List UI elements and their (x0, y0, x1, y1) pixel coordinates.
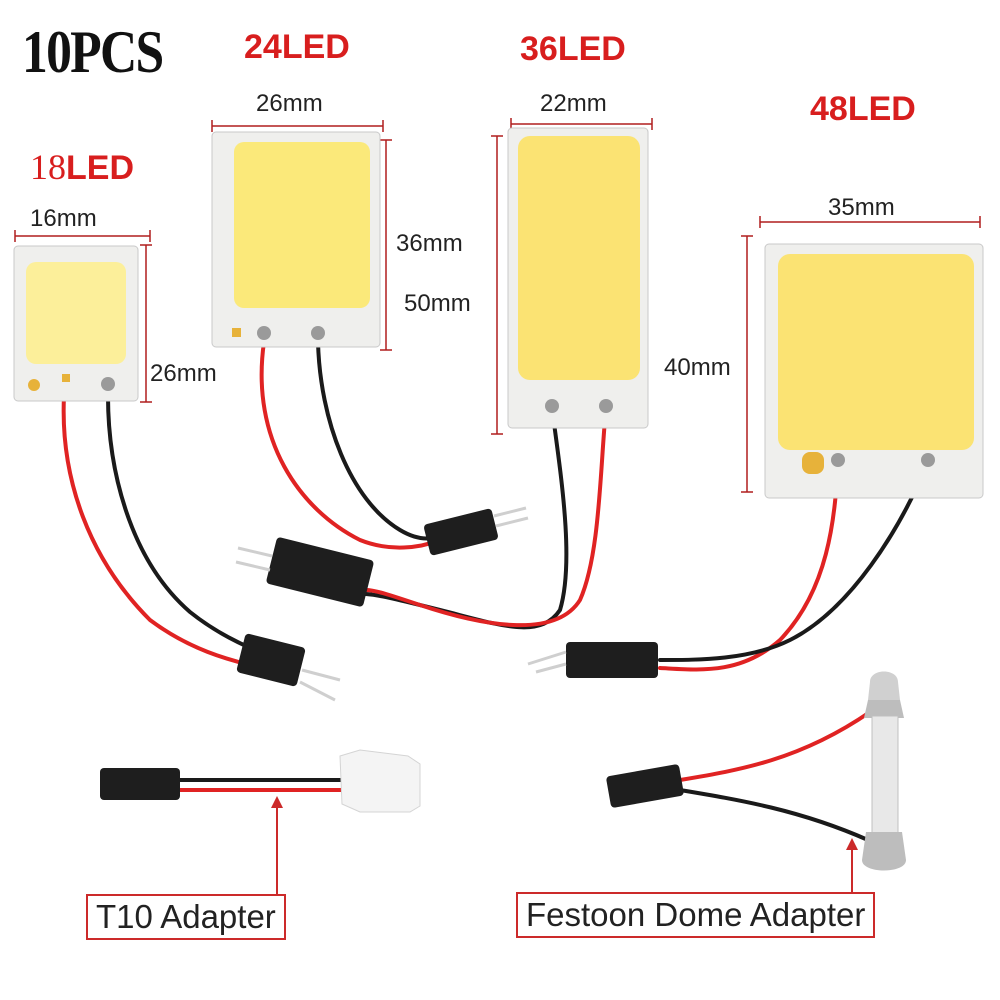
board-48led (764, 243, 984, 499)
board-24led (211, 131, 381, 348)
dim-48led-height: 40mm (664, 354, 731, 381)
quantity-label: 10PCS (22, 19, 164, 85)
dimension-lines (14, 118, 981, 493)
board-18led (13, 245, 139, 402)
title-18led-number: 18 (30, 147, 66, 187)
dim-36led-width: 22mm (540, 90, 607, 117)
title-36led: 36LED (520, 30, 626, 68)
dim-24led-height: 36mm (396, 230, 463, 257)
wires (61, 340, 930, 842)
dim-36led-height: 50mm (404, 290, 471, 317)
dim-24led-width: 26mm (256, 90, 323, 117)
dim-18led-width: 16mm (30, 205, 97, 232)
festoon-adapter-label: Festoon Dome Adapter (516, 892, 876, 938)
connectors (100, 506, 906, 871)
t10-adapter-label: T10 Adapter (86, 894, 286, 940)
title-24led: 24LED (244, 28, 350, 66)
dim-18led-height: 26mm (150, 360, 217, 387)
title-18led-suffix: LED (66, 149, 134, 187)
title-18led: 18LED (30, 146, 134, 188)
board-36led (507, 127, 649, 429)
dim-48led-width: 35mm (828, 194, 895, 221)
title-48led: 48LED (810, 90, 916, 128)
callout-arrows (271, 796, 858, 900)
